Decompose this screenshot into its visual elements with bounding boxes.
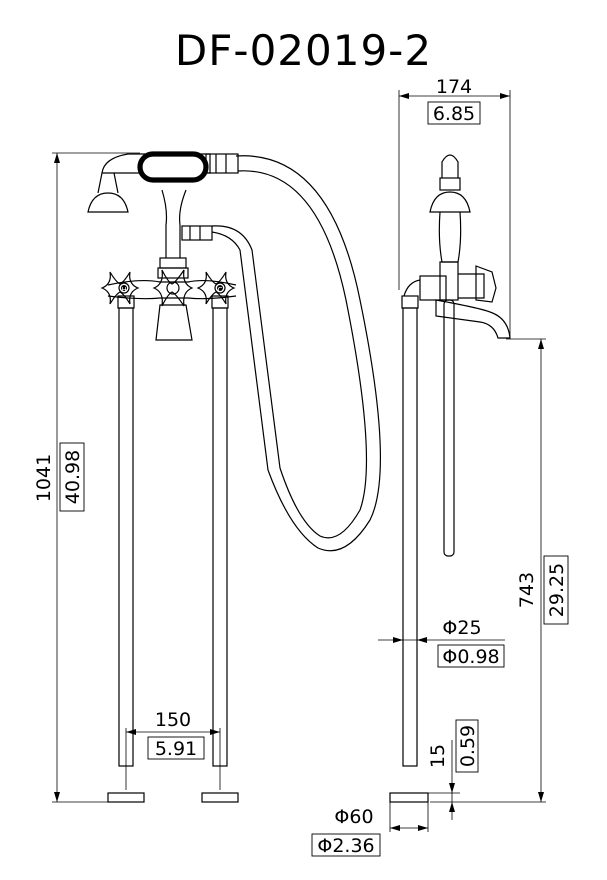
pipe-dia-mm-label: Φ25	[442, 617, 481, 639]
hot-mark: H	[121, 286, 126, 294]
hot-mark-dot	[121, 285, 127, 291]
hot-cross-handle	[100, 271, 140, 305]
base-height-mm-label: 15	[427, 744, 449, 768]
base-height-in-label: 0.59	[457, 725, 479, 767]
flexible-hose	[211, 155, 381, 552]
pipe-diameter-leader	[378, 637, 505, 643]
base-diameter-dimension	[389, 802, 429, 832]
cold-cross-handle	[196, 271, 236, 305]
base-height-dimension	[428, 740, 460, 820]
spacing-mm-label: 150	[155, 709, 191, 731]
width-mm-label: 174	[436, 76, 472, 98]
side-view	[378, 90, 546, 832]
spacing-in-label: 5.91	[155, 738, 197, 760]
hand-shower-head	[87, 151, 239, 213]
height-mm-label: 1041	[33, 454, 55, 502]
pipe-dia-in-label: Φ0.98	[442, 646, 499, 668]
side-leg	[389, 295, 429, 803]
side-hose-tube	[443, 299, 455, 557]
spout-height-in-label: 29.25	[546, 563, 568, 617]
front-view	[52, 151, 381, 803]
handset-cradle	[157, 189, 213, 279]
side-mixer-body	[403, 261, 511, 339]
base-dia-in-label: Φ2.36	[317, 835, 374, 857]
center-cross-handle	[152, 269, 194, 307]
height-in-label: 40.98	[62, 450, 84, 504]
cold-mark-dot	[217, 285, 223, 291]
cold-mark: C	[218, 286, 223, 294]
width-in-label: 6.85	[433, 103, 475, 125]
side-hand-shower	[429, 154, 471, 263]
height-dimension	[52, 152, 140, 803]
drawing-title: DF-02019-2	[174, 26, 433, 75]
base-dia-mm-label: Φ60	[334, 806, 373, 828]
spacing-dimension	[125, 728, 221, 790]
width-dimension	[398, 90, 511, 338]
spout-height-dimension	[430, 338, 546, 803]
spout-height-mm-label: 743	[516, 572, 538, 608]
